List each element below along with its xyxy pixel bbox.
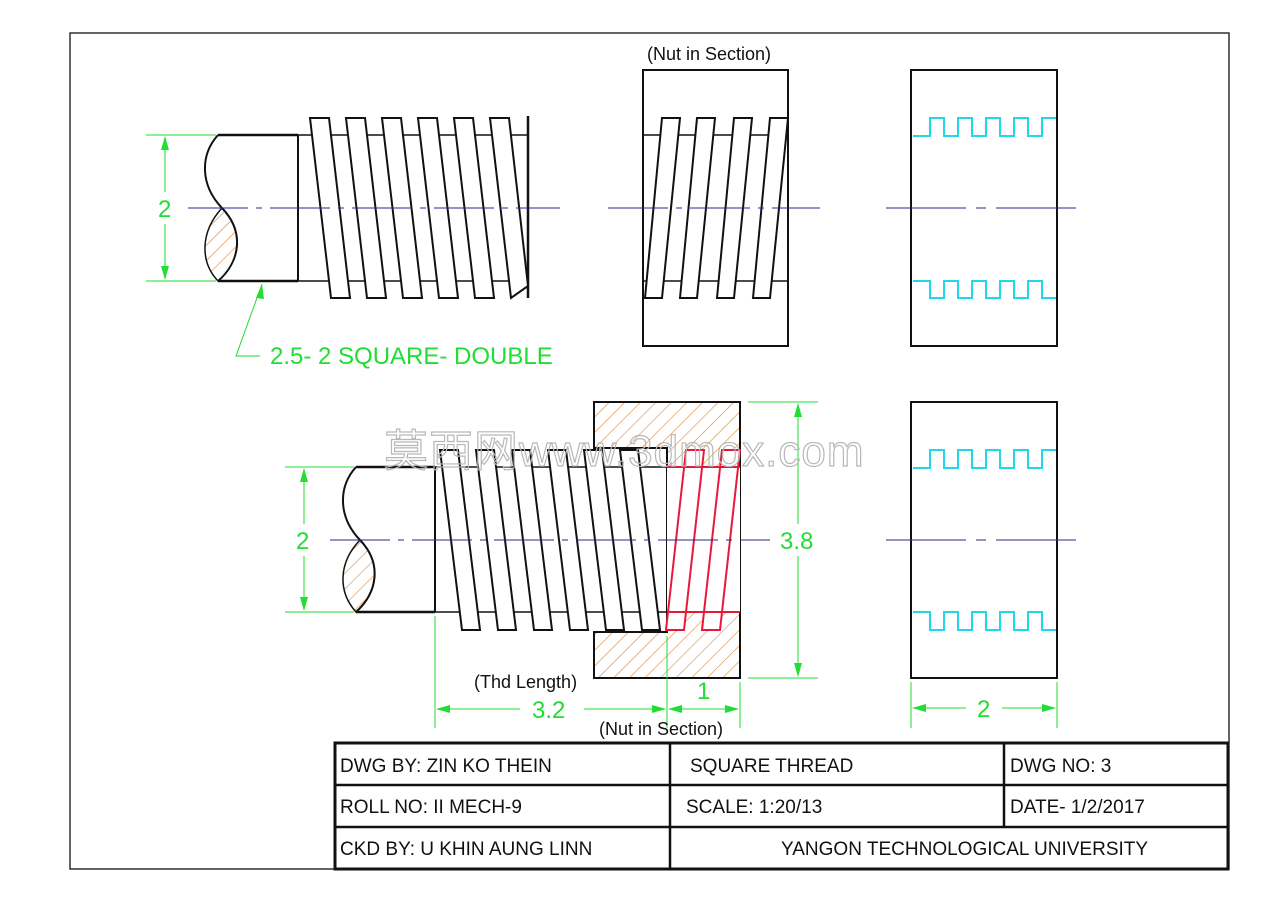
dim-thread-length: 3.2 (532, 697, 565, 724)
top-nut-section (608, 69, 820, 347)
title-block (333, 741, 1230, 871)
title-block-checked-by: CKD BY: U KHIN AUNG LINN (340, 839, 592, 860)
dim-thread-length-caption: (Thd Length) (474, 672, 577, 692)
title-block-drawn-by: DWG BY: ZIN KO THEIN (340, 756, 552, 777)
top-end-view (886, 69, 1084, 347)
title-block-roll-no: ROLL NO: II MECH-9 (340, 797, 522, 818)
dim-top-diameter: 2 (158, 196, 171, 223)
dim-nut-height: 3.8 (780, 528, 813, 555)
bottom-assembly-view (285, 401, 818, 728)
bottom-end-view (886, 401, 1084, 728)
title-block-dwg-no: DWG NO: 3 (1010, 756, 1111, 777)
dim-end-view-width: 2 (977, 696, 990, 723)
dim-bottom-diameter: 2 (296, 528, 309, 555)
leader-note: 2.5- 2 SQUARE- DOUBLE (270, 343, 553, 370)
top-nut-caption: (Nut in Section) (647, 44, 771, 64)
title-block-title: SQUARE THREAD (690, 756, 853, 777)
break-section-hatch (204, 206, 238, 283)
title-block-date: DATE- 1/2/2017 (1010, 797, 1145, 818)
watermark: 莫西网www.3dmox.com (384, 427, 865, 476)
title-block-institution: YANGON TECHNOLOGICAL UNIVERSITY (781, 839, 1148, 860)
bottom-nut-caption: (Nut in Section) (599, 719, 723, 739)
dim-nut-length: 1 (697, 678, 710, 705)
title-block-scale: SCALE: 1:20/13 (686, 797, 822, 818)
top-shaft-view (146, 116, 560, 357)
